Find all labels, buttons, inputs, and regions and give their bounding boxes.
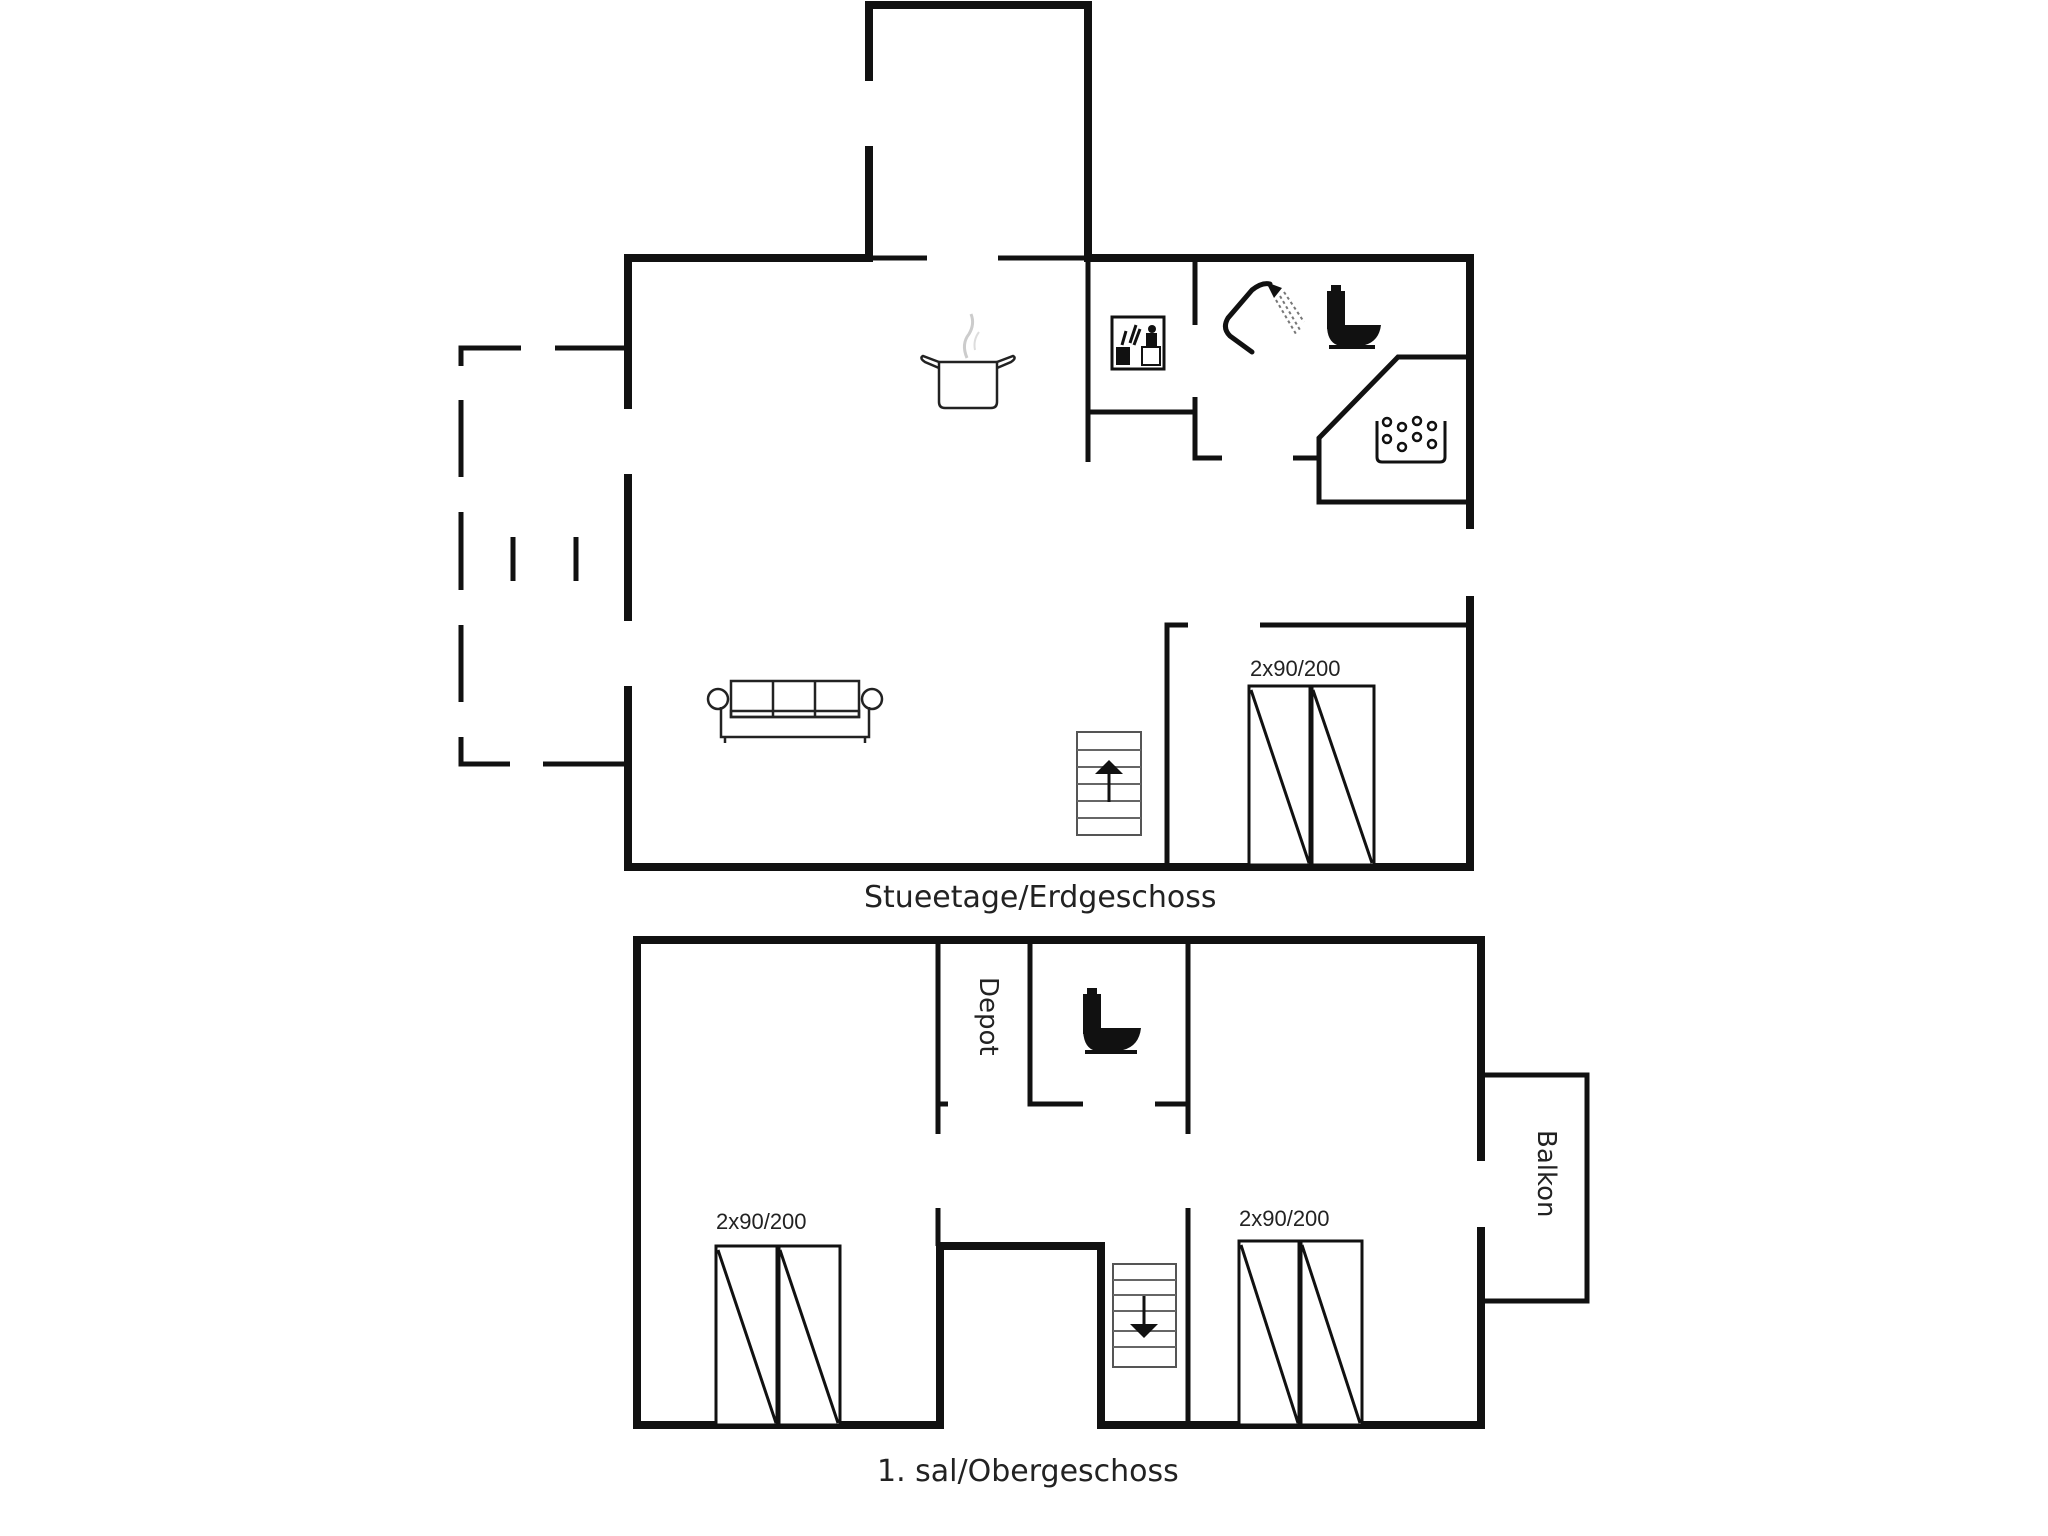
spa-whirlpool-icon bbox=[1375, 415, 1447, 464]
washing-machine-icon bbox=[1110, 315, 1166, 371]
upper-right-bed-size-label: 2x90/200 bbox=[1239, 1206, 1330, 1231]
shower-icon bbox=[1222, 281, 1305, 355]
ground-outer-walls bbox=[624, 254, 1474, 871]
ground-floor-title: Stueetage/Erdgeschoss bbox=[864, 880, 1217, 915]
sofa-icon bbox=[706, 679, 884, 743]
ground-floor bbox=[458, 1, 1474, 871]
stairs-up-icon bbox=[1076, 731, 1142, 836]
ground-interior-walls bbox=[1085, 258, 1470, 865]
annex-walls bbox=[865, 1, 1092, 262]
upper-left-bed-size-label: 2x90/200 bbox=[716, 1209, 807, 1234]
bed-icon bbox=[1247, 684, 1376, 867]
terrace-outline bbox=[458, 345, 628, 767]
bed-icon bbox=[714, 1244, 842, 1427]
upper-interior-walls bbox=[935, 940, 1191, 1425]
upper-floor-title: 1. sal/Obergeschoss bbox=[877, 1454, 1179, 1489]
ground-bed-size-label: 2x90/200 bbox=[1250, 656, 1341, 681]
stairs-down-icon bbox=[1112, 1263, 1177, 1368]
toilet-icon bbox=[1327, 285, 1381, 349]
upper-floor bbox=[633, 936, 1590, 1429]
balcony-outline bbox=[1481, 1072, 1590, 1304]
toilet-icon bbox=[1083, 988, 1141, 1054]
kitchen-pot-icon bbox=[920, 313, 1016, 410]
bed-icon bbox=[1237, 1239, 1364, 1427]
depot-room-label: Depot bbox=[973, 977, 1003, 1056]
balcony-room-label: Balkon bbox=[1531, 1130, 1561, 1218]
